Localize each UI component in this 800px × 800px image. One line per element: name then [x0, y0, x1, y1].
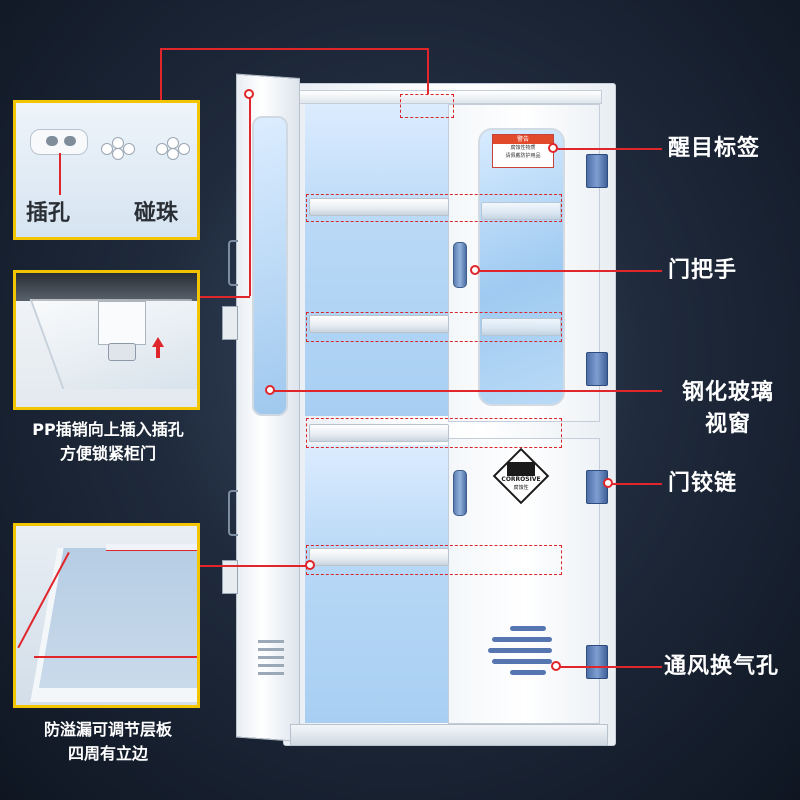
- door-handle-marker-dot: [470, 265, 480, 275]
- connector-latch-v2: [427, 48, 429, 94]
- glass-window-marker-dot: [265, 385, 275, 395]
- shelf-2-glass: [481, 318, 561, 336]
- pin-detail-inset: [13, 270, 200, 410]
- shelf-edge: [16, 273, 197, 301]
- door-hinge-4: [586, 645, 608, 679]
- connector-latch-h: [160, 48, 428, 50]
- latch-plate: [30, 129, 88, 155]
- warning-label-header: 警告: [493, 135, 553, 144]
- left-door-vent: [258, 640, 284, 680]
- cabinet-base: [290, 724, 608, 746]
- latch-detail-inset: 插孔 碰珠: [13, 100, 200, 240]
- shelf-4: [309, 548, 449, 566]
- tray-caption-line1: 防溢漏可调节层板: [43, 720, 172, 739]
- callout-glass-window-line2: 视窗: [704, 412, 751, 437]
- callout-warning-label: 醒目标签: [668, 136, 761, 161]
- arrow-up-stem: [156, 346, 160, 358]
- warning-label-line2: 请佩戴防护用品: [505, 153, 541, 159]
- connector-pin-h: [200, 296, 250, 298]
- vent-slot: [510, 626, 546, 631]
- connector-glass-window: [270, 390, 662, 392]
- left-door-hinge-upper: [222, 306, 238, 340]
- corrosive-sublabel: 腐蚀性: [513, 485, 529, 491]
- highlight-latch-area: [400, 94, 454, 118]
- cabinet-interior-upper: [305, 104, 450, 416]
- corrosive-label: CORROSIVE: [501, 476, 541, 483]
- connector-warning-label: [552, 148, 662, 150]
- connector-door-hinge: [608, 483, 662, 485]
- tray-marker-dot: [305, 560, 315, 570]
- vent-slot: [510, 670, 546, 675]
- highlight-shelf-2: [306, 312, 562, 342]
- connector-door-handle: [475, 270, 662, 272]
- connector-pin-v: [249, 94, 251, 296]
- connector-vent-hole: [556, 666, 662, 668]
- vent-slot: [492, 659, 552, 664]
- corrosive-hazard-icon: CORROSIVE 腐蚀性: [492, 447, 550, 505]
- pin-knob: [108, 343, 136, 361]
- shelf-2: [309, 315, 449, 333]
- warning-label: 警告 腐蚀性物质 请佩戴防护用品: [492, 134, 554, 168]
- highlight-shelf-1: [306, 194, 562, 222]
- pin-body: [98, 301, 146, 345]
- callout-door-handle: 门把手: [668, 258, 738, 283]
- left-door-handle-lower[interactable]: [228, 490, 238, 536]
- door-hinge-marker-dot: [603, 478, 613, 488]
- pin-caption-line1: PP插销向上插入插孔: [32, 420, 184, 439]
- vent-hole-marker-dot: [551, 661, 561, 671]
- left-door-handle-upper[interactable]: [228, 240, 238, 286]
- vent-slot: [492, 637, 552, 642]
- highlight-shelf-3: [306, 418, 562, 448]
- latch-pointer-line: [59, 153, 61, 195]
- callout-vent-hole: 通风换气孔: [664, 654, 780, 679]
- warning-label-line1: 腐蚀性物质: [510, 145, 536, 151]
- tray-back-rim: [106, 544, 197, 551]
- callout-door-hinge: 门铰链: [668, 471, 738, 496]
- shelf-1: [309, 198, 449, 216]
- callout-glass-window-line1: 钢化玻璃: [681, 380, 774, 405]
- door-handle-upper[interactable]: [453, 242, 467, 288]
- arrow-up-icon: [152, 337, 164, 347]
- warning-label-marker-dot: [548, 143, 558, 153]
- latch-hole: [64, 136, 76, 146]
- vent-slot: [488, 648, 552, 653]
- connector-tray: [200, 565, 308, 567]
- latch-hole: [46, 136, 58, 146]
- shelf-3: [309, 424, 449, 442]
- left-door-glass: [252, 116, 288, 416]
- left-door-hinge-lower: [222, 560, 238, 594]
- glass-window: [478, 128, 565, 406]
- tray-front-rim: [34, 656, 197, 658]
- pin-caption-line2: 方便锁紧柜门: [59, 444, 156, 463]
- cabinet-interior-lower: [305, 445, 450, 723]
- catch-ball-label: 碰珠: [134, 201, 179, 226]
- door-handle-lower[interactable]: [453, 470, 467, 516]
- tray-floor: [30, 548, 197, 702]
- door-hinge-1: [586, 154, 608, 188]
- connector-latch-v1: [160, 48, 162, 100]
- catch-ball-icon: [156, 137, 190, 160]
- pin-marker-dot: [244, 89, 254, 99]
- latch-label: 插孔: [26, 201, 71, 226]
- door-hinge-2: [586, 352, 608, 386]
- catch-ball-icon: [101, 137, 135, 160]
- tray-detail-inset: [13, 523, 200, 708]
- shelf-1-glass: [481, 202, 561, 220]
- tray-caption-line2: 四周有立边: [67, 744, 148, 763]
- highlight-shelf-4: [306, 545, 562, 575]
